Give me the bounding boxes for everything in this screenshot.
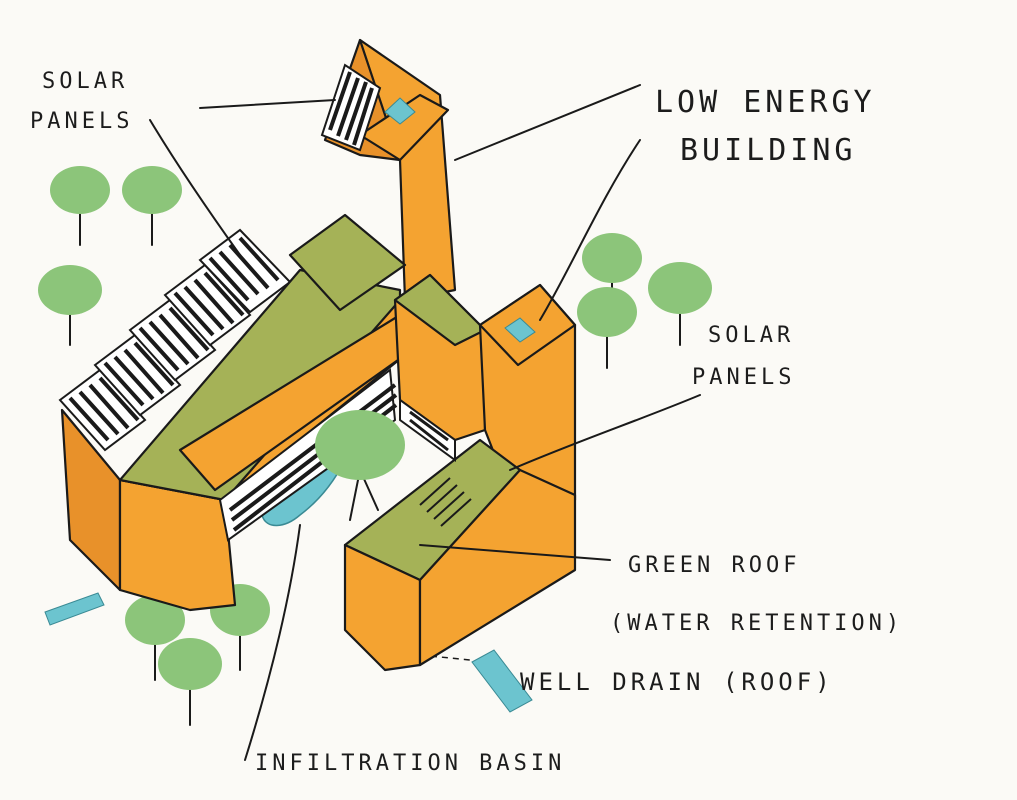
label-green-roof-2: (WATER RETENTION) (610, 611, 903, 636)
well-drain-left (44, 592, 105, 626)
label-well-drain: WELL DRAIN (ROOF) (520, 668, 834, 696)
label-solar-panels-right-1: SOLAR (708, 323, 794, 348)
trees (38, 166, 712, 726)
solar-panel-row (163, 263, 252, 347)
label-green-roof-1: GREEN ROOF (628, 553, 800, 578)
solar-panel-row (58, 368, 147, 452)
label-low-energy-1: LOW ENERGY (655, 85, 876, 120)
tree (125, 595, 185, 681)
courtyard-tree (315, 410, 405, 521)
tree (38, 265, 102, 346)
label-solar-panels-right-2: PANELS (692, 365, 795, 390)
tree (122, 166, 182, 246)
well-drain-right (419, 649, 533, 713)
tree (158, 638, 222, 726)
roof-drain-grate (419, 477, 472, 527)
leader-lines (149, 84, 701, 761)
label-solar-panels-top-2: PANELS (30, 109, 133, 134)
tree (50, 166, 110, 246)
solar-panel-row (128, 298, 217, 382)
label-infiltration-basin: INFILTRATION BASIN (255, 751, 565, 776)
tree (648, 262, 712, 346)
labels: SOLAR PANELS LOW ENERGY BUILDING SOLAR P… (30, 69, 903, 776)
solar-panel-row (93, 333, 182, 417)
building-tower (288, 38, 457, 312)
building-right-wing (343, 273, 577, 672)
tree (577, 287, 637, 369)
label-solar-panels-top-1: SOLAR (42, 69, 128, 94)
solar-panel-array (58, 228, 292, 452)
label-low-energy-2: BUILDING (680, 133, 857, 168)
